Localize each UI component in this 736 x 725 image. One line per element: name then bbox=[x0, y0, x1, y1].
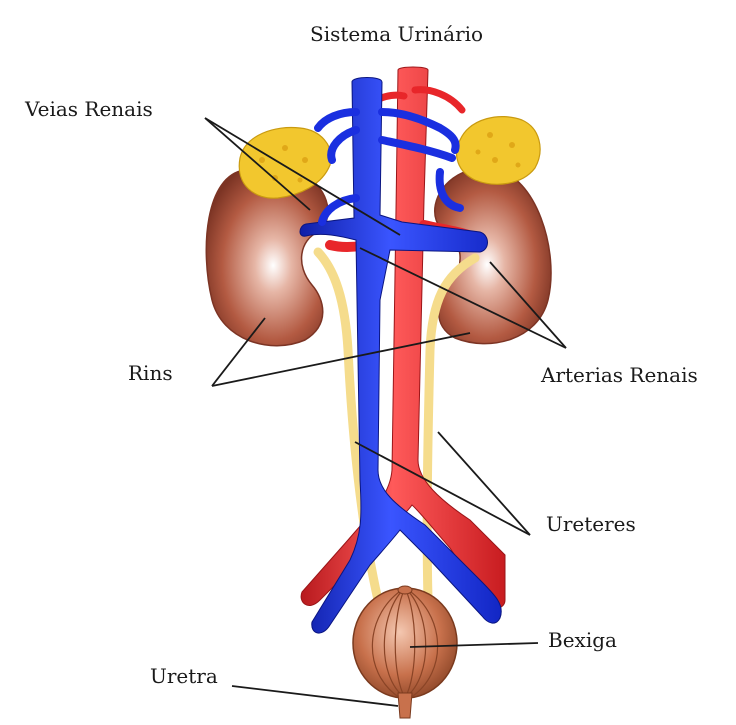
right-adrenal-gland bbox=[455, 116, 541, 185]
pointer-lines bbox=[204, 117, 567, 707]
renal-vein-branches bbox=[314, 108, 464, 226]
label-arterias-renais: Arterias Renais bbox=[540, 363, 698, 387]
bladder-top bbox=[397, 585, 413, 595]
bladder bbox=[352, 587, 458, 699]
label-veias-renais: Veias Renais bbox=[24, 97, 153, 121]
label-rins: Rins bbox=[128, 361, 173, 385]
inferior-vena-cava bbox=[299, 77, 502, 634]
right-kidney bbox=[433, 167, 552, 345]
label-bexiga: Bexiga bbox=[548, 628, 617, 652]
aorta bbox=[300, 66, 506, 609]
label-uretra: Uretra bbox=[150, 664, 218, 688]
label-ureteres: Ureteres bbox=[546, 512, 636, 536]
urethra bbox=[397, 692, 413, 719]
diagram-title: Sistema Urinário bbox=[310, 22, 483, 46]
adrenal-texture bbox=[259, 132, 521, 183]
bladder-striations bbox=[371, 587, 439, 699]
